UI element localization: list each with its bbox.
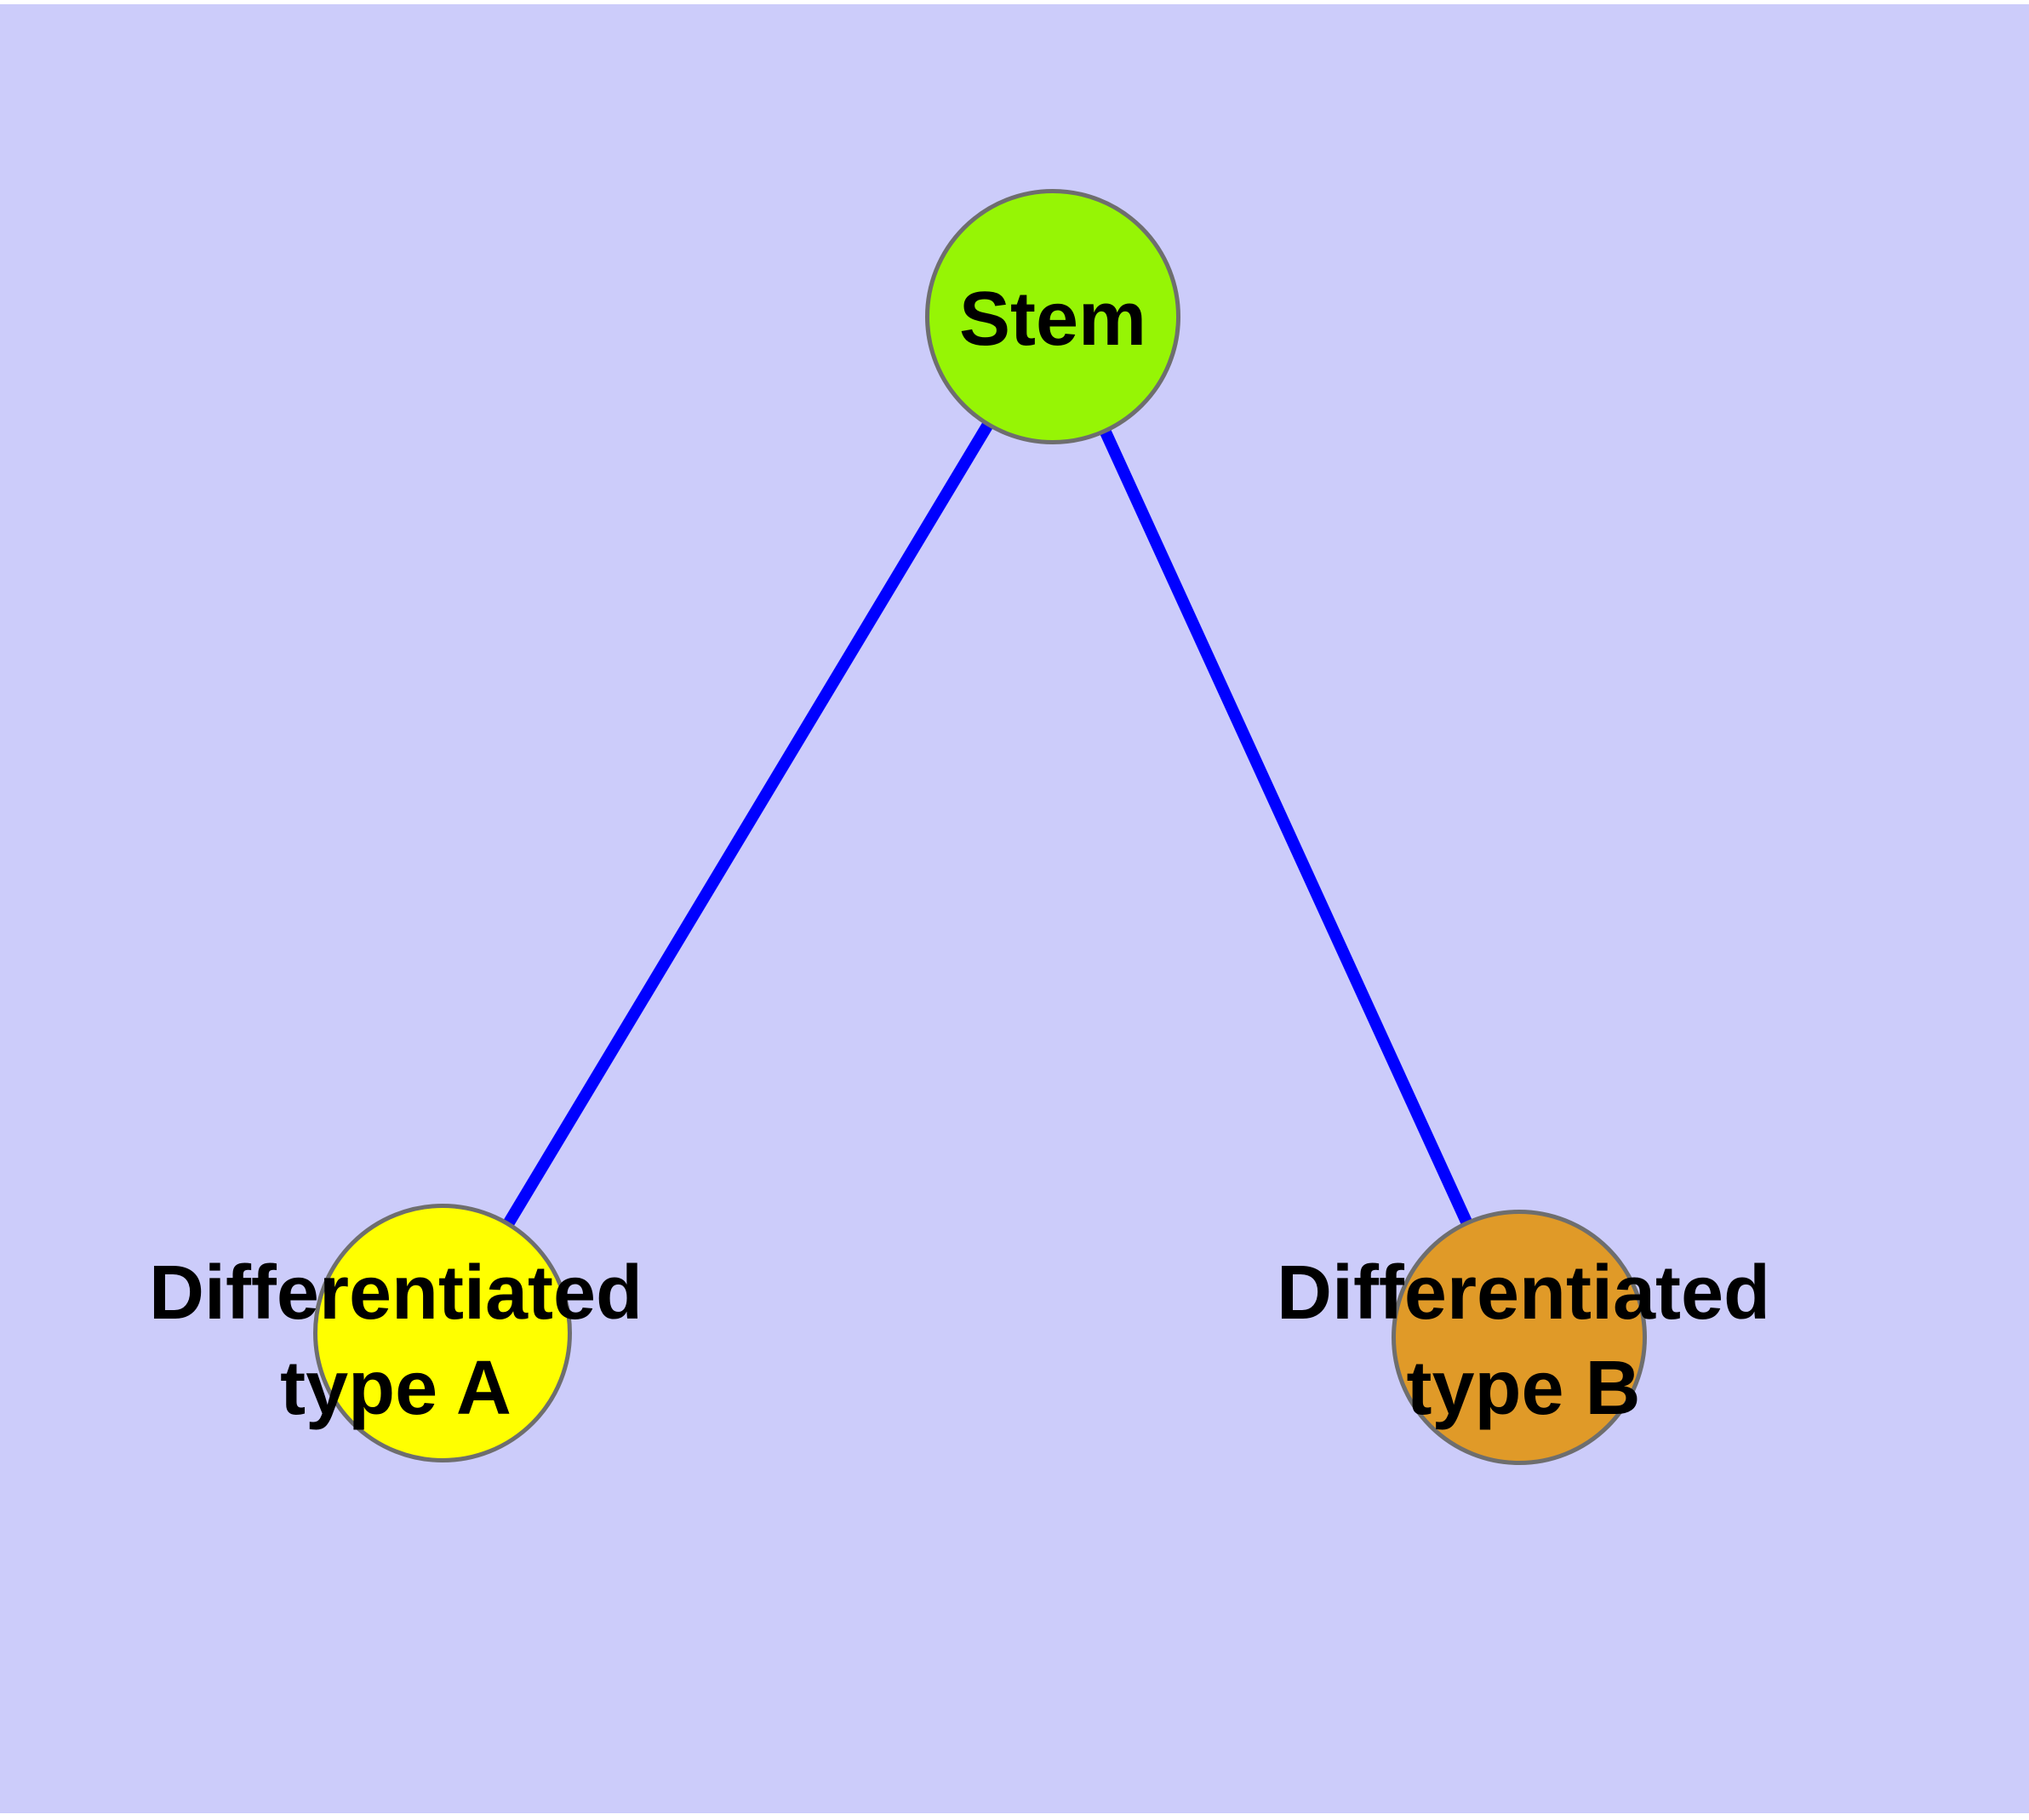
edge-layer (437, 313, 1525, 1340)
stem-node[interactable] (925, 189, 1180, 444)
differentiated-type-b-node-label: Differentiated type B (1276, 1251, 1771, 1431)
edge-stem-to-type-a[interactable] (437, 313, 1059, 1336)
diagram-canvas: Stem Differentiated type A Differentiate… (0, 4, 2029, 1813)
differentiated-type-a-node[interactable] (313, 1204, 572, 1462)
stem-node-label: Stem (958, 277, 1147, 362)
edge-stem-to-type-b[interactable] (1047, 314, 1525, 1340)
differentiated-type-b-node[interactable] (1392, 1210, 1647, 1465)
differentiated-type-a-node-label: Differentiated type A (148, 1251, 643, 1431)
